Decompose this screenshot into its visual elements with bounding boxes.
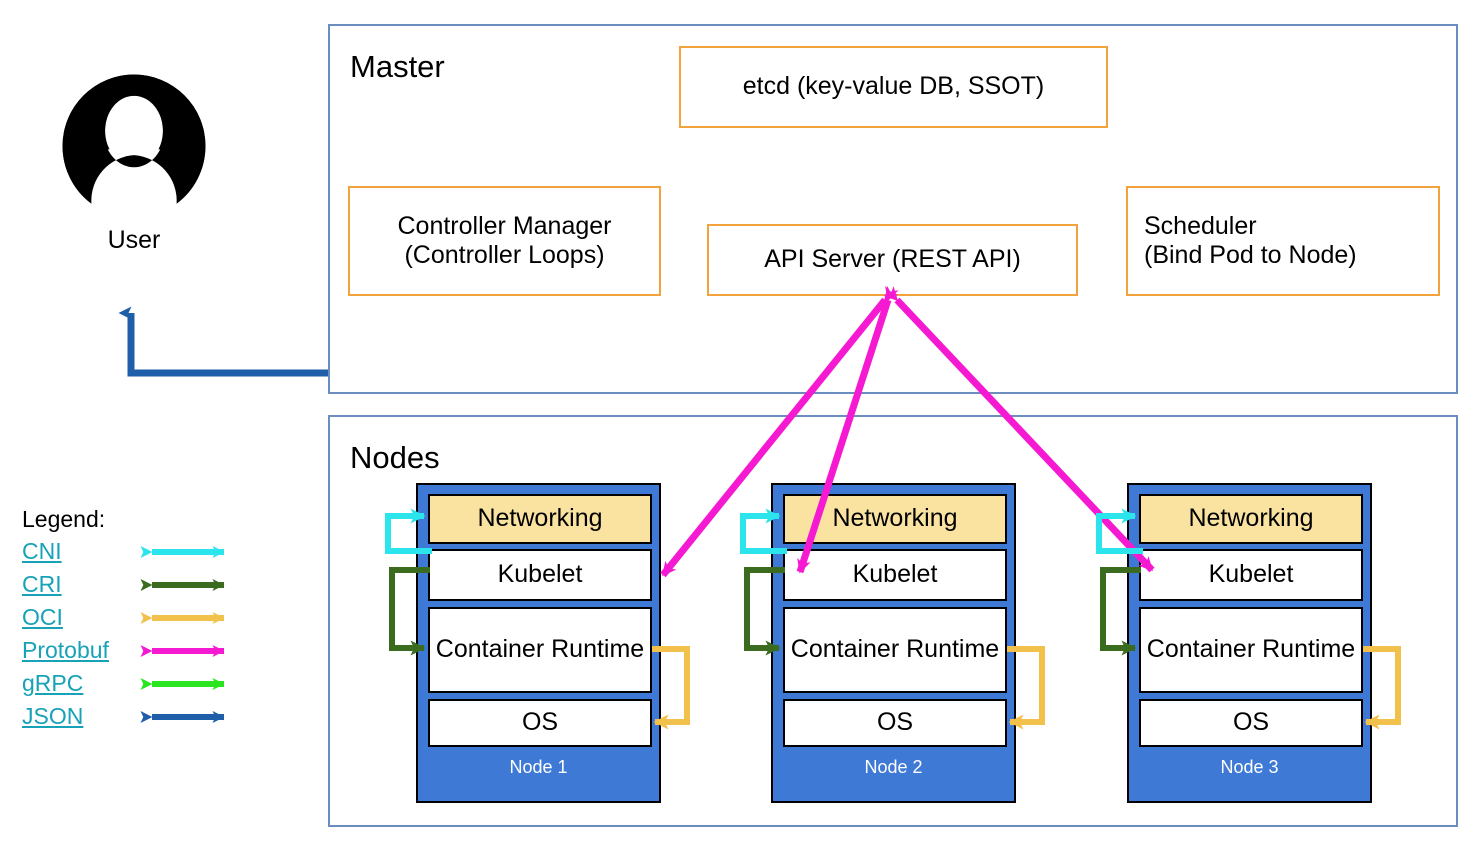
legend: Legend: CNI CRI [22,505,292,733]
legend-arrow-protobuf [140,644,225,657]
legend-item-json[interactable]: JSON [22,700,292,733]
node-2-os-label: OS [876,708,914,737]
nodes-group-title: Nodes [350,440,440,475]
node-1-os-label: OS [521,708,559,737]
legend-arrow-grpc [140,677,225,690]
node-2-container-runtime-label-line1: Container [790,635,900,664]
legend-label-cni[interactable]: CNI [22,537,62,564]
api-server-label: API Server (REST API) [764,245,1021,274]
user-avatar-icon [62,74,206,222]
legend-label-json[interactable]: JSON [22,702,84,729]
node-1-container-runtime-label-line1: Container [435,635,545,664]
node-2-container-runtime[interactable]: Container Runtime [783,607,1007,693]
legend-item-cri[interactable]: CRI [22,568,292,601]
node-3-os-label: OS [1232,708,1270,737]
node-1-container-runtime[interactable]: Container Runtime [428,607,652,693]
node-1-kubelet-label: Kubelet [497,560,583,589]
legend-item-oci[interactable]: OCI [22,601,292,634]
etcd-box[interactable]: etcd (key-value DB, SSOT) [679,46,1108,128]
legend-label-grpc[interactable]: gRPC [22,669,84,696]
user-label: User [107,226,161,254]
legend-arrow-cri [140,578,225,591]
legend-item-cni[interactable]: CNI [22,535,292,568]
legend-item-grpc[interactable]: gRPC [22,667,292,700]
node-2[interactable]: Networking Kubelet Container Runtime OS … [771,483,1016,803]
node-2-kubelet-label: Kubelet [852,560,938,589]
node-3-container-runtime-label-line2: Runtime [1262,635,1356,664]
controller-manager-box[interactable]: Controller Manager (Controller Loops) [348,186,661,296]
api-server-box[interactable]: API Server (REST API) [707,224,1078,296]
node-2-container-runtime-label-line2: Runtime [906,635,1000,664]
node-1-container-runtime-label-line2: Runtime [551,635,645,664]
etcd-label: etcd (key-value DB, SSOT) [742,72,1045,101]
legend-arrow-oci [140,611,225,624]
scheduler-box[interactable]: Scheduler (Bind Pod to Node) [1126,186,1440,296]
node-1[interactable]: Networking Kubelet Container Runtime OS … [416,483,661,803]
legend-label-cri[interactable]: CRI [22,570,62,597]
node-3-caption: Node 3 [1220,757,1279,777]
legend-label-protobuf[interactable]: Protobuf [22,636,109,663]
node-1-kubelet[interactable]: Kubelet [428,549,652,601]
node-1-networking[interactable]: Networking [428,494,652,544]
scheduler-label-line2: (Bind Pod to Node) [1144,241,1357,269]
node-3-container-runtime[interactable]: Container Runtime [1139,607,1363,693]
legend-arrow-json [140,710,225,723]
node-2-os[interactable]: OS [783,699,1007,747]
node-3-kubelet-label: Kubelet [1208,560,1294,589]
node-3-networking[interactable]: Networking [1139,494,1363,544]
node-2-caption: Node 2 [864,757,923,777]
legend-item-protobuf[interactable]: Protobuf [22,634,292,667]
user-figure[interactable]: User [58,70,210,270]
node-3-container-runtime-label-line1: Container [1146,635,1256,664]
node-2-kubelet[interactable]: Kubelet [783,549,1007,601]
scheduler-label-line1: Scheduler [1144,211,1257,240]
node-1-os[interactable]: OS [428,699,652,747]
master-group-title: Master [350,49,445,84]
node-3-kubelet[interactable]: Kubelet [1139,549,1363,601]
node-2-networking[interactable]: Networking [783,494,1007,544]
node-3-networking-label: Networking [1188,504,1314,533]
node-3-os[interactable]: OS [1139,699,1363,747]
controller-manager-label-line2: (Controller Loops) [404,241,605,269]
node-2-networking-label: Networking [832,504,958,533]
controller-manager-label-line1: Controller Manager [397,211,612,240]
legend-title: Legend: [22,506,106,532]
legend-arrow-cni [140,545,225,558]
legend-label-oci[interactable]: OCI [22,603,63,630]
node-1-networking-label: Networking [477,504,603,533]
node-3[interactable]: Networking Kubelet Container Runtime OS … [1127,483,1372,803]
node-1-caption: Node 1 [509,757,568,777]
